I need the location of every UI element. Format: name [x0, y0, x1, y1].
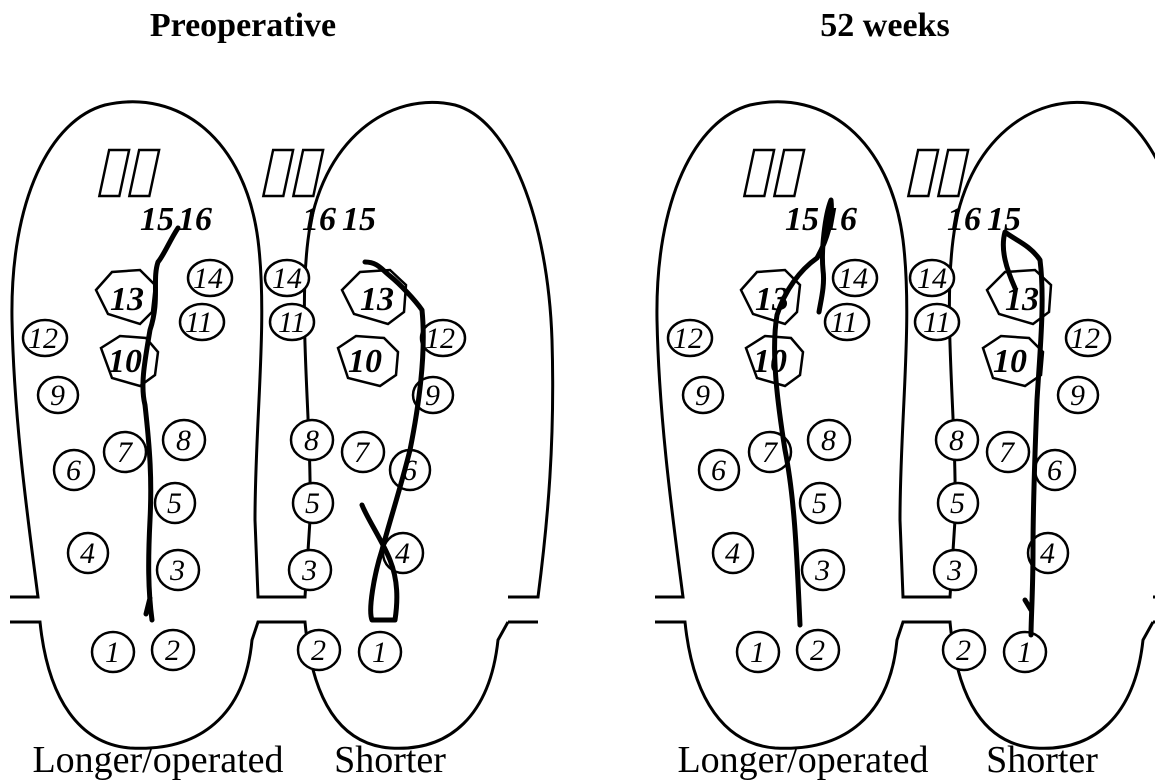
sensor-label-4: 4 — [395, 537, 410, 570]
sensor-label-16: 16 — [947, 201, 981, 238]
sensor-label-16: 16 — [178, 201, 212, 238]
sensor-label-4: 4 — [725, 537, 740, 570]
sensor-label-13: 13 — [360, 281, 394, 318]
sensor-label-8: 8 — [304, 424, 319, 457]
sensor-label-1: 1 — [1017, 636, 1032, 669]
sensor-label-2: 2 — [810, 634, 825, 667]
sensor-label-3: 3 — [169, 554, 185, 587]
sensor-label-10: 10 — [348, 343, 382, 380]
sensor-label-15: 15 — [140, 201, 174, 238]
sensor-label-13: 13 — [1005, 281, 1039, 318]
label-shorter-52w: Shorter — [986, 739, 1098, 781]
sensor-label-12: 12 — [1070, 322, 1100, 355]
panel-title-52-weeks: 52 weeks — [820, 7, 949, 44]
sensor-label-5: 5 — [950, 487, 965, 520]
sensor-label-1: 1 — [105, 636, 120, 669]
sensor-label-7: 7 — [117, 436, 134, 469]
sensor-label-4: 4 — [80, 537, 95, 570]
sensor-label-5: 5 — [812, 487, 827, 520]
sensor-label-12: 12 — [673, 322, 703, 355]
sensor-label-7: 7 — [999, 436, 1016, 469]
sensor-label-15: 15 — [785, 201, 819, 238]
sensor-label-1: 1 — [372, 636, 387, 669]
label-longer-operated-52w: Longer/operated — [677, 739, 928, 781]
sensor-label-14: 14 — [838, 262, 868, 295]
preop-longer-foot: 15 16 13 10 14 11 12 9 7 8 6 5 4 3 1 2 — [10, 102, 289, 748]
sensor-label-6: 6 — [1047, 454, 1062, 487]
sensor-label-10: 10 — [993, 343, 1027, 380]
sensor-label-13: 13 — [110, 281, 144, 318]
sensor-label-11: 11 — [830, 306, 858, 339]
sensor-label-3: 3 — [946, 554, 962, 587]
sensor-label-10: 10 — [753, 343, 787, 380]
sensor-label-12: 12 — [425, 322, 455, 355]
sensor-label-3: 3 — [301, 554, 317, 587]
sensor-label-8: 8 — [821, 424, 836, 457]
sensor-label-5: 5 — [167, 487, 182, 520]
sensor-label-11: 11 — [278, 306, 306, 339]
sensor-label-7: 7 — [354, 436, 371, 469]
sensor-label-8: 8 — [176, 424, 191, 457]
sensor-label-9: 9 — [1070, 379, 1085, 412]
sensor-label-2: 2 — [165, 634, 180, 667]
sensor-label-14: 14 — [193, 262, 223, 295]
sensor-label-2: 2 — [956, 634, 971, 667]
preop-shorter-foot: 16 15 13 10 14 11 12 9 7 8 6 5 4 3 1 2 — [263, 102, 552, 748]
sensor-label-1: 1 — [750, 636, 765, 669]
panel-title-preoperative: Preoperative — [150, 7, 336, 44]
week52-shorter-foot: 16 15 13 10 14 11 12 9 7 8 6 5 4 3 1 2 — [908, 102, 1155, 748]
sensor-label-16: 16 — [302, 201, 336, 238]
sensor-label-11: 11 — [185, 306, 213, 339]
sensor-label-8: 8 — [949, 424, 964, 457]
sensor-label-5: 5 — [305, 487, 320, 520]
sensor-label-15: 15 — [342, 201, 376, 238]
sensor-label-11: 11 — [923, 306, 951, 339]
sensor-label-6: 6 — [66, 454, 81, 487]
sensor-label-12: 12 — [28, 322, 58, 355]
sensor-label-14: 14 — [272, 262, 302, 295]
sensor-label-7: 7 — [762, 436, 779, 469]
label-longer-operated-preop: Longer/operated — [32, 739, 283, 781]
sensor-label-2: 2 — [311, 634, 326, 667]
sensor-label-9: 9 — [425, 379, 440, 412]
week52-longer-foot: 15 16 13 10 14 11 12 9 7 8 6 5 4 3 1 2 — [655, 102, 934, 748]
sensor-label-14: 14 — [917, 262, 947, 295]
sensor-label-4: 4 — [1040, 537, 1055, 570]
label-shorter-preop: Shorter — [334, 739, 446, 781]
sensor-label-10: 10 — [108, 343, 142, 380]
sensor-label-3: 3 — [814, 554, 830, 587]
sensor-label-9: 9 — [50, 379, 65, 412]
sensor-label-9: 9 — [695, 379, 710, 412]
sensor-label-6: 6 — [711, 454, 726, 487]
